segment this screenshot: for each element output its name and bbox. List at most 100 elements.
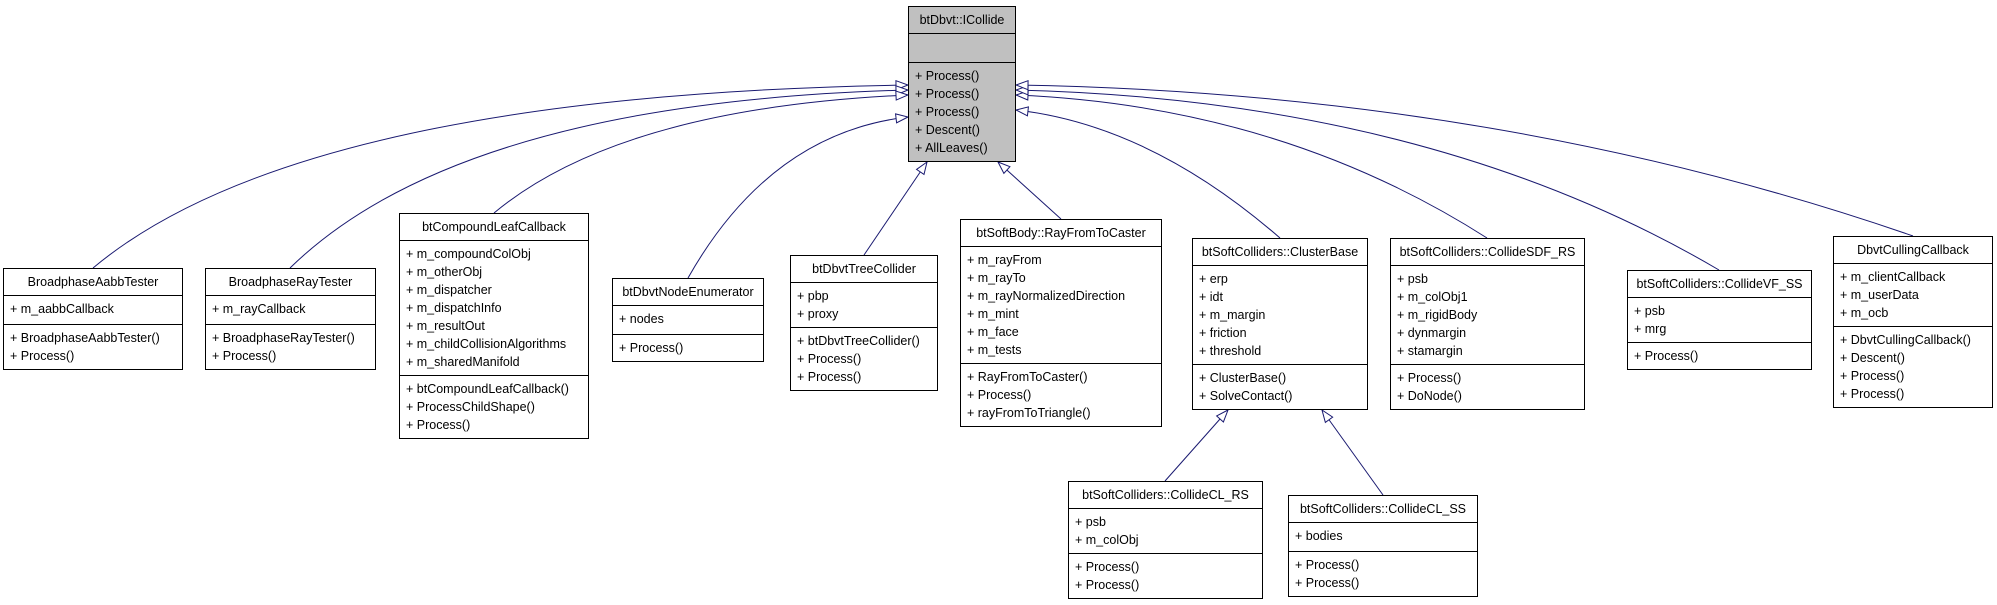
member-row: + m_compoundColObj [406, 247, 531, 261]
member-row: + psb [1075, 515, 1106, 529]
member-row: + m_aabbCallback [10, 302, 114, 316]
class-attributes: + pbp + proxy [791, 283, 937, 328]
class-box-btsoftcolliders-clusterbase[interactable]: btSoftColliders::ClusterBase + erp+ idt+… [1192, 238, 1368, 410]
member-row: + m_userData [1840, 288, 1919, 302]
member-row: + m_colObj [1075, 533, 1139, 547]
class-methods: + RayFromToCaster()+ Process()+ rayFromT… [961, 364, 1161, 426]
class-attributes: + bodies [1289, 523, 1477, 552]
class-methods: + Process() [1628, 343, 1811, 369]
class-attributes: + m_rayFrom + m_rayTo + m_rayNormalizedDir… [961, 247, 1161, 364]
class-attributes: + nodes [613, 306, 763, 335]
class-box-broadphaseaabbtester[interactable]: BroadphaseAabbTester + m_aabbCallback + … [3, 268, 183, 370]
member-row: + DoNode() [1397, 389, 1462, 403]
member-row: + Process() [797, 370, 862, 384]
member-row: + friction [1199, 326, 1247, 340]
member-row: + mrg [1634, 322, 1667, 336]
member-row: + Process() [1840, 387, 1905, 401]
class-title: btSoftColliders::ClusterBase [1193, 239, 1367, 266]
class-title: btSoftBody::RayFromToCaster [961, 220, 1161, 247]
class-box-dbvtcullingcallback[interactable]: DbvtCullingCallback + m_clientCallback + … [1833, 236, 1993, 408]
edge-collidevfss-to-icollide [1014, 85, 1720, 271]
class-title: DbvtCullingCallback [1834, 237, 1992, 264]
class-box-btsoftcolliders-collidecl-rs[interactable]: btSoftColliders::CollideCL_RS + psb+ m_c… [1068, 481, 1263, 599]
member-row: + Process() [1840, 369, 1905, 383]
edge-collideclss-to-clusterbase [1321, 408, 1384, 496]
member-row: + m_face [967, 325, 1019, 339]
member-row: + threshold [1199, 344, 1262, 358]
member-row: + m_dispatcher [406, 283, 492, 297]
member-row: + m_mint [967, 307, 1019, 321]
class-methods: + Process()+ Process()+ Process()+ Desce… [909, 63, 1015, 161]
class-title: btSoftColliders::CollideVF_SS [1628, 271, 1811, 298]
edge-btdbvttreecollider-to-icollide [863, 160, 928, 256]
member-row: + Process() [967, 388, 1032, 402]
edge-rayfromtocaster-to-icollide [996, 161, 1062, 220]
member-row: + psb [1634, 304, 1665, 318]
class-attributes: + psb+ m_colObj1+ m_rigidBody+ dynmargin… [1391, 266, 1584, 365]
class-title: btDbvtTreeCollider [791, 256, 937, 283]
member-row: + m_margin [1199, 308, 1266, 322]
edge-broadphaseaabbtester-to-icollide [92, 79, 910, 269]
class-methods: + btDbvtTreeCollider()+ Process()+ Proce… [791, 328, 937, 390]
member-row: + bodies [1295, 529, 1343, 543]
edge-broadphaseraytester-to-icollide [289, 85, 910, 269]
class-box-btcompoundleafcallback[interactable]: btCompoundLeafCallback + m_compoundColOb… [399, 213, 589, 439]
member-row: + pbp [797, 289, 829, 303]
member-row: + SolveContact() [1199, 389, 1293, 403]
class-attributes: + m_compoundColObj + m_otherObj + m_dispat… [400, 241, 588, 376]
member-row: + m_sharedManifold [406, 355, 520, 369]
class-box-btsoftbody-rayfromtocaster[interactable]: btSoftBody::RayFromToCaster + m_rayFrom+… [960, 219, 1162, 427]
class-methods: + Process() + DoNode() [1391, 365, 1584, 409]
member-row: + m_tests [967, 343, 1022, 357]
member-row: + m_rayCallback [212, 302, 306, 316]
member-row: + Process() [915, 69, 980, 83]
member-row: + Process() [915, 87, 980, 101]
class-methods: + Process() [613, 335, 763, 361]
edge-btdbvtnodeenumerator-to-icollide [687, 113, 910, 279]
member-row: + Process() [1397, 371, 1462, 385]
member-row: + m_rigidBody [1397, 308, 1478, 322]
member-row: + m_clientCallback [1840, 270, 1946, 284]
class-methods: + BroadphaseAabbTester()+ Process() [4, 325, 182, 369]
member-row: + RayFromToCaster() [967, 370, 1088, 384]
member-row: + m_dispatchInfo [406, 301, 502, 315]
member-row: + m_rayNormalizedDirection [967, 289, 1126, 303]
member-row: + Process() [1295, 558, 1360, 572]
class-attributes: + m_clientCallback+ m_userData+ m_ocb [1834, 264, 1992, 327]
class-box-btdbvttreecollider[interactable]: btDbvtTreeCollider + pbp + proxy + btDbvt… [790, 255, 938, 391]
member-row: + proxy [797, 307, 839, 321]
member-row: + Descent() [915, 123, 980, 137]
member-row: + BroadphaseAabbTester() [10, 331, 160, 345]
member-row: + m_rayTo [967, 271, 1026, 285]
member-row: + Descent() [1840, 351, 1905, 365]
member-row: + m_resultOut [406, 319, 485, 333]
member-row: + m_otherObj [406, 265, 483, 279]
class-box-btsoftcolliders-collidecl-ss[interactable]: btSoftColliders::CollideCL_SS + bodies +… [1288, 495, 1478, 597]
member-row: + nodes [619, 312, 664, 326]
member-row: + idt [1199, 290, 1223, 304]
member-row: + Process() [797, 352, 862, 366]
class-title: BroadphaseRayTester [206, 269, 375, 296]
member-row: + erp [1199, 272, 1228, 286]
member-row: + Process() [1295, 576, 1360, 590]
class-box-btsoftcolliders-collidesdf-rs[interactable]: btSoftColliders::CollideSDF_RS + psb+ m_… [1390, 238, 1585, 410]
class-attributes: + m_aabbCallback [4, 296, 182, 325]
edge-btcompoundleafcallback-to-icollide [493, 90, 910, 214]
member-row: + psb [1397, 272, 1428, 286]
member-row: + AllLeaves() [915, 141, 988, 155]
class-attributes: + psb + m_colObj [1069, 509, 1262, 554]
class-box-btdbvt-icollide: btDbvt::ICollide + Process()+ Process()+… [908, 6, 1016, 162]
class-box-broadphaseraytester[interactable]: BroadphaseRayTester + m_rayCallback + Br… [205, 268, 376, 370]
class-box-btsoftcolliders-collidevf-ss[interactable]: btSoftColliders::CollideVF_SS + psb+ mrg… [1627, 270, 1812, 370]
edge-dbvtcullingcallback-to-icollide [1014, 79, 1914, 237]
class-methods: + btCompoundLeafCallback()+ ProcessChild… [400, 376, 588, 438]
member-row: + m_rayFrom [967, 253, 1042, 267]
class-attributes: + psb + mrg [1628, 298, 1811, 343]
member-row: + m_childCollisionAlgorithms [406, 337, 567, 351]
class-title: btDbvtNodeEnumerator [613, 279, 763, 306]
member-row: + DbvtCullingCallback() [1840, 333, 1971, 347]
class-methods: + DbvtCullingCallback() + Descent() + Proc… [1834, 327, 1992, 407]
class-attributes [909, 34, 1015, 63]
class-box-btdbvtnodeenumerator[interactable]: btDbvtNodeEnumerator + nodes + Process() [612, 278, 764, 362]
